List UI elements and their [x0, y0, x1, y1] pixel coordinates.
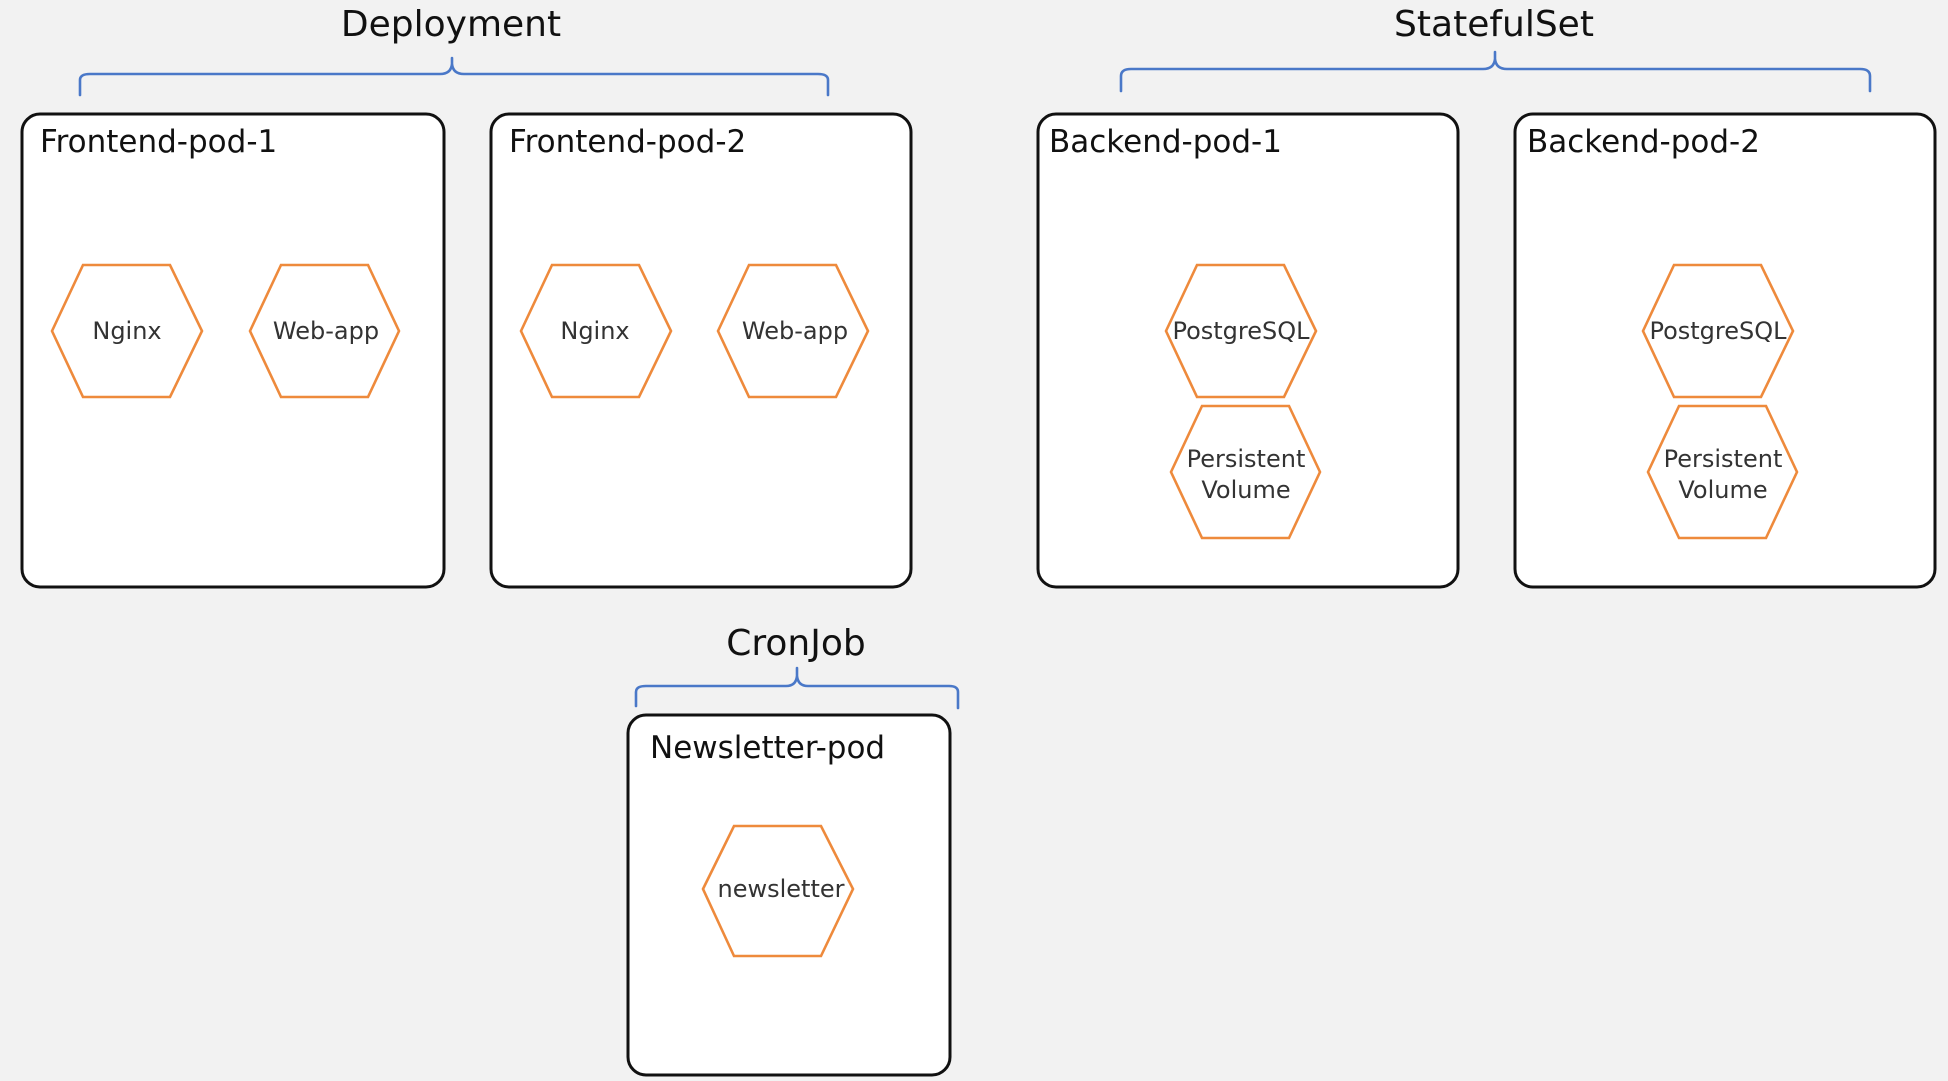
container-hex [248, 263, 401, 399]
statefulset-group: StatefulSet [1119, 4, 1872, 93]
web-app-container[interactable]: Web-app [248, 263, 401, 399]
nginx-container[interactable]: Nginx [519, 263, 673, 399]
container-label-line-1: Persistent [1664, 445, 1783, 473]
container-label: Web-app [273, 317, 379, 345]
cronjob-brace [634, 666, 960, 710]
backend-pod-2[interactable]: Backend-pod-2 PostgreSQL Persistent Volu… [1513, 112, 1937, 589]
pod-box [489, 112, 913, 589]
container-label: Web-app [742, 317, 848, 345]
pod-title: Backend-pod-1 [1049, 124, 1282, 160]
pod-title: Newsletter-pod [650, 730, 885, 766]
container-label: newsletter [718, 875, 845, 903]
postgresql-container[interactable]: PostgreSQL [1164, 263, 1318, 399]
frontend-pod-1[interactable]: Frontend-pod-1 Nginx Web-app [20, 112, 446, 589]
deployment-label: Deployment [341, 4, 561, 45]
backend-pod-1[interactable]: Backend-pod-1 PostgreSQL Persistent Volu… [1036, 112, 1460, 589]
pod-title: Frontend-pod-2 [509, 124, 746, 160]
statefulset-brace [1119, 50, 1872, 93]
pod-title: Frontend-pod-1 [40, 124, 277, 160]
container-hex [1641, 263, 1795, 399]
pod-box [20, 112, 446, 589]
container-hex [1164, 263, 1318, 399]
container-label-line-1: Persistent [1187, 445, 1306, 473]
newsletter-container[interactable]: newsletter [701, 824, 855, 958]
deployment-group: Deployment [78, 4, 830, 97]
container-hex [519, 263, 673, 399]
container-hex [50, 263, 204, 399]
cronjob-label: CronJob [726, 623, 865, 664]
container-hex [716, 263, 870, 399]
persistent-volume-container[interactable]: Persistent Volume [1646, 404, 1799, 540]
container-label-line-2: Volume [1201, 476, 1290, 504]
deployment-brace [78, 56, 830, 97]
container-label-line-2: Volume [1678, 476, 1767, 504]
newsletter-pod[interactable]: Newsletter-pod newsletter [626, 713, 952, 1077]
persistent-volume-container[interactable]: Persistent Volume [1169, 404, 1322, 540]
pod-title: Backend-pod-2 [1527, 124, 1760, 160]
container-label: Nginx [560, 317, 629, 345]
container-hex [701, 824, 855, 958]
container-label: Nginx [92, 317, 161, 345]
cronjob-group: CronJob [634, 623, 960, 710]
nginx-container[interactable]: Nginx [50, 263, 204, 399]
container-label: PostgreSQL [1172, 317, 1310, 345]
frontend-pod-2[interactable]: Frontend-pod-2 Nginx Web-app [489, 112, 913, 589]
postgresql-container[interactable]: PostgreSQL [1641, 263, 1795, 399]
statefulset-label: StatefulSet [1394, 4, 1594, 45]
container-hex [1169, 404, 1322, 540]
container-hex [1646, 404, 1799, 540]
web-app-container[interactable]: Web-app [716, 263, 870, 399]
container-label: PostgreSQL [1649, 317, 1787, 345]
